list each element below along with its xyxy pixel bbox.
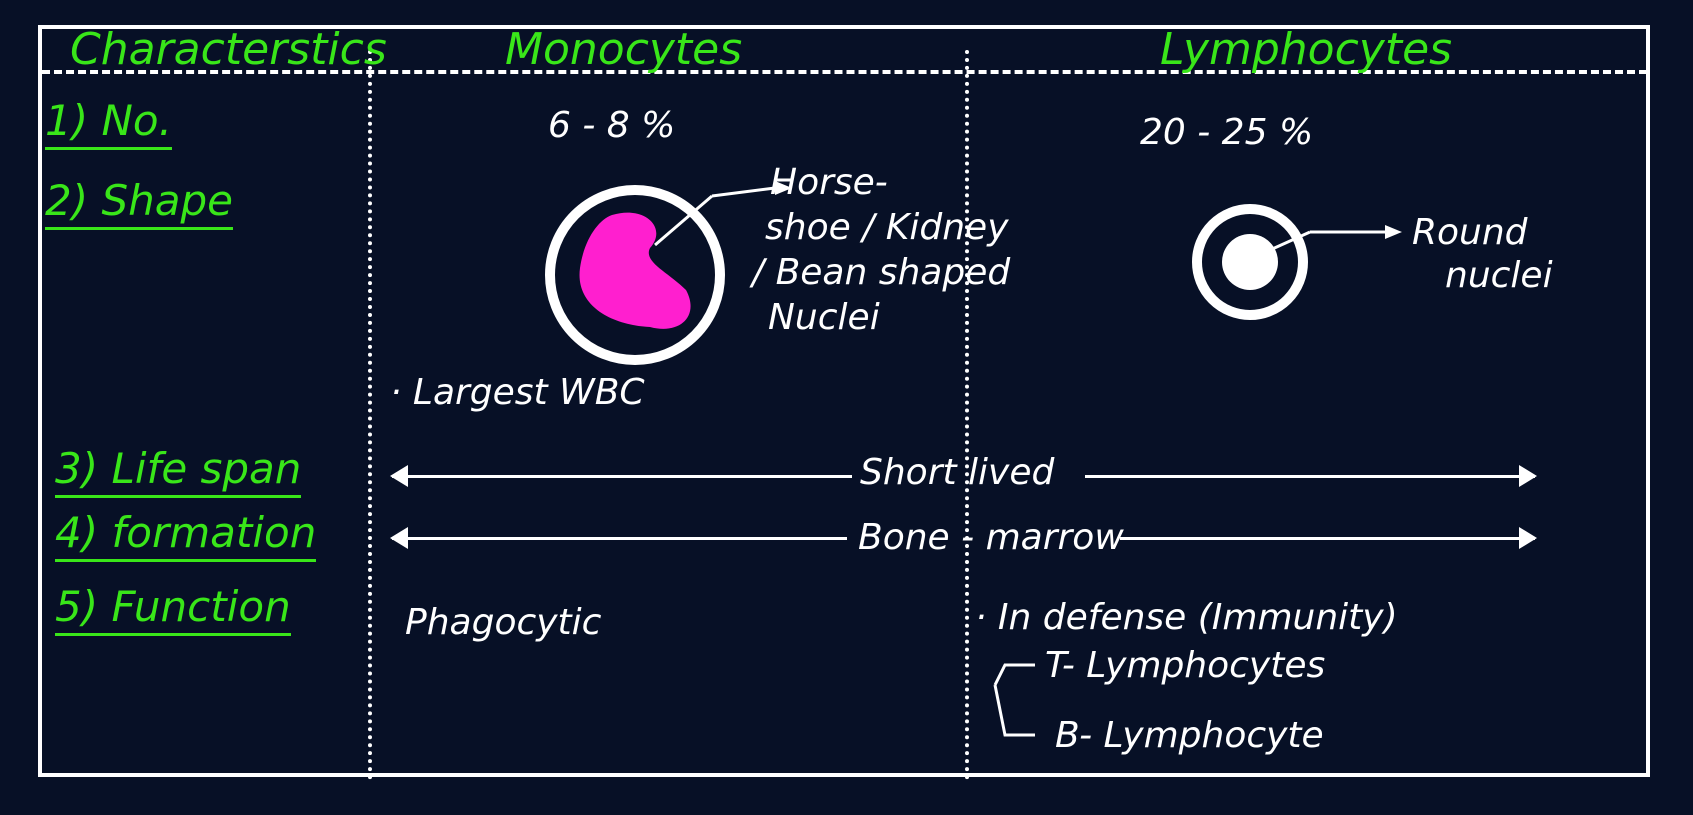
column-divider-1 <box>368 50 372 780</box>
arrow-left-icon <box>390 465 408 487</box>
monocyte-largest-note: · Largest WBC <box>390 372 645 413</box>
header-characteristics: Characterstics <box>70 24 387 75</box>
monocyte-function: Phagocytic <box>405 602 602 643</box>
lifespan-shared-value: Short lived <box>860 452 1055 493</box>
row-label-formation: 4) formation <box>55 508 317 562</box>
monocyte-shape-line-4: Nuclei <box>768 297 880 338</box>
arrow-right-icon <box>1519 527 1537 549</box>
lifespan-right-arrow <box>1085 465 1537 487</box>
lymphocyte-cell-icon <box>1192 204 1308 320</box>
b-lymphocyte-branch-icon <box>993 684 1035 737</box>
formation-shared-value: Bone - marrow <box>858 517 1124 558</box>
lymphocyte-shape-line-2: nuclei <box>1445 255 1553 296</box>
monocyte-pointer-head-icon <box>775 181 792 195</box>
monocyte-nucleus-icon <box>579 212 691 329</box>
monocyte-shape-line-1: Horse- <box>770 162 888 203</box>
arrow-left-icon <box>390 527 408 549</box>
lymphocyte-function: · In defense (Immunity) <box>975 597 1398 638</box>
lymphocyte-nucleus-icon <box>1222 234 1278 290</box>
lifespan-left-arrow <box>390 465 852 487</box>
formation-right-arrow <box>1120 527 1537 549</box>
lymphocytes-percentage: 20 - 25 % <box>1140 112 1314 153</box>
row-label-lifespan: 3) Life span <box>55 444 302 498</box>
table-frame <box>38 25 1650 777</box>
monocyte-shape-line-2: shoe / Kidney <box>765 207 1009 248</box>
row-label-shape: 2) Shape <box>45 176 233 230</box>
lymphocyte-shape-line-1: Round <box>1412 212 1528 253</box>
monocyte-cell-icon <box>545 185 725 365</box>
arrow-right-icon <box>1519 465 1537 487</box>
formation-left-arrow <box>390 527 847 549</box>
lymphocyte-pointer-head-icon <box>1385 225 1402 239</box>
monocyte-shape-line-3: / Bean shaped <box>752 252 1011 293</box>
b-lymphocyte-label: B- Lymphocyte <box>1055 715 1324 756</box>
monocyte-pointer-line <box>654 194 713 247</box>
header-monocytes: Monocytes <box>505 24 743 75</box>
row-label-number: 1) No. <box>45 96 172 150</box>
monocyte-pointer-arrow-icon <box>711 186 776 198</box>
column-divider-2 <box>965 50 969 780</box>
row-label-function: 5) Function <box>55 582 291 636</box>
t-lymphocyte-branch-icon <box>993 663 1035 686</box>
header-lymphocytes: Lymphocytes <box>1160 24 1453 75</box>
header-divider <box>42 70 1647 74</box>
lymphocyte-pointer-line <box>1269 230 1311 252</box>
monocytes-percentage: 6 - 8 % <box>548 105 676 146</box>
t-lymphocyte-label: T- Lymphocytes <box>1045 645 1326 686</box>
